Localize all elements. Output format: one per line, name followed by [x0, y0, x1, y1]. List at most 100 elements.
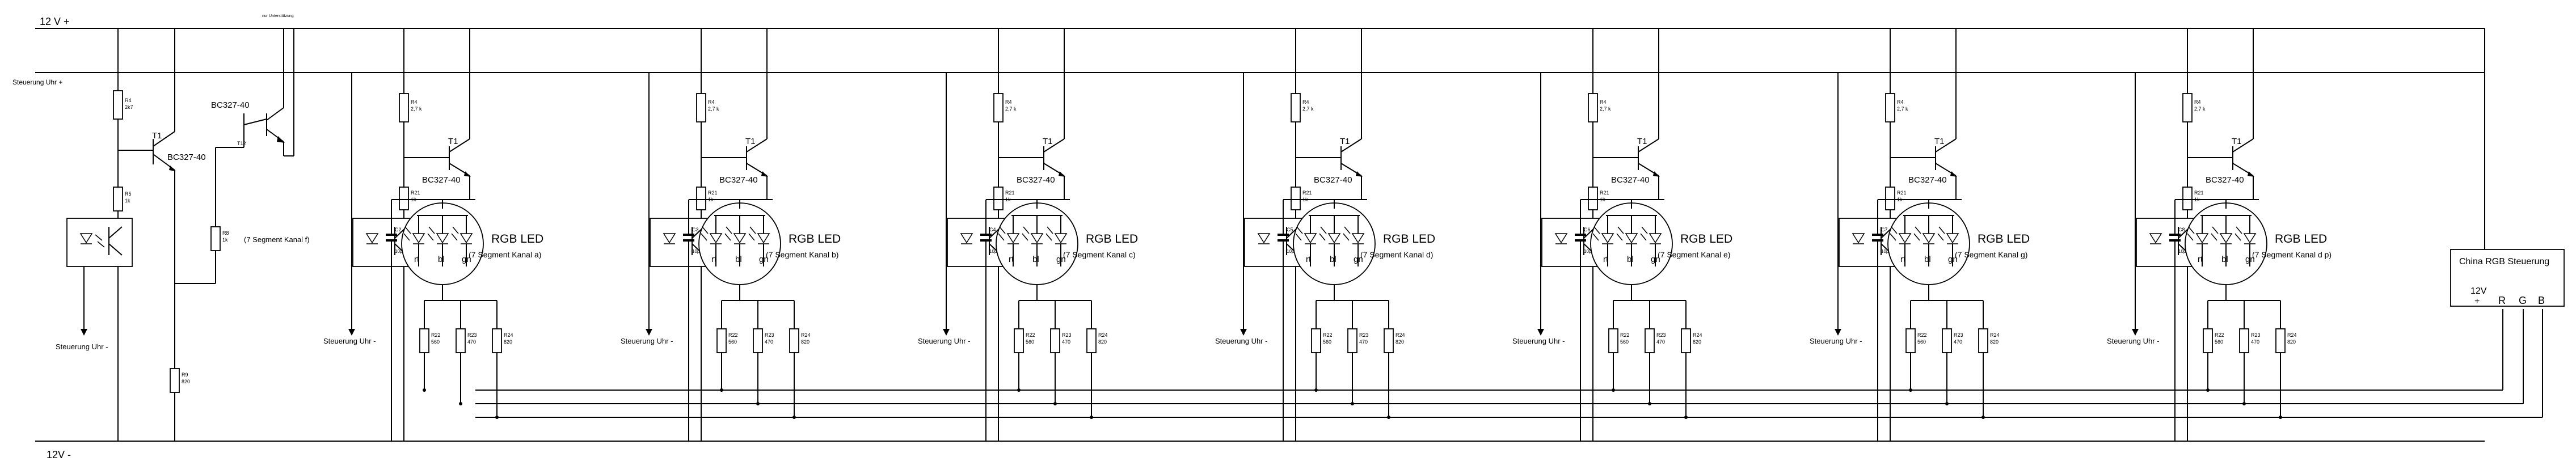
t1-name: T1 [1637, 137, 1647, 146]
resistor-r23 [1050, 328, 1060, 353]
resistor-r22 [419, 328, 429, 353]
channel-clock-minus: Steuerung Uhr - [1810, 337, 1862, 345]
resistor-value: 560 [2215, 339, 2223, 345]
t1-part: BC327-40 [1017, 175, 1055, 185]
resistor-r24 [1384, 328, 1394, 353]
capacitor-plate [1278, 239, 1289, 242]
resistor-value: 560 [1026, 339, 1034, 345]
master-t1-part: BC327-40 [167, 153, 206, 162]
led-pin-bl: bl [735, 255, 742, 264]
wire [1935, 138, 1957, 153]
r21-name: R21 [1005, 190, 1015, 196]
led-pin-bl: bl [1627, 255, 1634, 264]
resistor-r22 [1311, 328, 1321, 353]
resistor-name: R23 [765, 332, 774, 338]
resistor-value: 470 [467, 339, 476, 345]
led-ray-icon [1343, 226, 1351, 241]
controller-terminal-b: B [2538, 295, 2545, 306]
resistor-value: 560 [431, 339, 440, 345]
resistor-name: R24 [1098, 332, 1108, 338]
cap-value: 10µ [692, 249, 700, 254]
resistor-r24 [492, 328, 502, 353]
capacitor-plate [386, 239, 397, 242]
master-r4-name: R4 [125, 98, 132, 103]
resistor-name: R22 [1917, 332, 1927, 338]
resistor-value: 820 [1693, 339, 1701, 345]
master-t12-name: T12 [237, 141, 246, 146]
resistor-name: R23 [467, 332, 477, 338]
channel-clock-minus: Steuerung Uhr - [918, 337, 971, 345]
controller-plus: + [2474, 297, 2480, 306]
resistor-r4 [1588, 93, 1598, 122]
r4-value: 2,7 k [1600, 106, 1611, 112]
channel-kanal: (7 Segment Kanal c) [1063, 250, 1136, 259]
resistor-r22 [1905, 328, 1916, 353]
resistor-name: R24 [801, 332, 811, 338]
cap-name: C7 [1881, 227, 1888, 232]
led-ray-icon [1913, 226, 1921, 241]
led-ray-icon [1937, 226, 1945, 241]
resistor-name: R22 [1323, 332, 1333, 338]
resistor-value: 560 [1917, 339, 1926, 345]
master-r5 [113, 187, 123, 211]
capacitor [980, 234, 992, 236]
r4-value: 2,7 k [1005, 106, 1017, 112]
bus-node [1351, 402, 1354, 405]
opto-led-icon [1554, 233, 1568, 244]
resistor-value: 820 [504, 339, 512, 345]
cap-value: 10µ [1287, 249, 1295, 254]
resistor-value: 560 [728, 339, 737, 345]
resistor-value: 470 [1062, 339, 1070, 345]
bus-node [495, 416, 499, 419]
bus-node [2242, 402, 2246, 405]
cap-name: C4 [989, 227, 996, 232]
opto-led-icon [1257, 233, 1271, 244]
master-opto-transistor-icon [108, 226, 123, 256]
opto-led-icon [960, 233, 973, 244]
led-pin-bl: bl [1032, 255, 1039, 264]
cap-name: C5 [1287, 227, 1293, 232]
led-pin-bl: bl [438, 255, 445, 264]
rgb-led-title: RGB LED [1680, 232, 1732, 246]
led-pin-rt: rt [1900, 255, 1906, 264]
r4-value: 2,7 k [1897, 106, 1908, 112]
channel-clock-minus: Steuerung Uhr - [323, 337, 376, 345]
led-pin-bl: bl [2221, 255, 2228, 264]
rgb-led-title: RGB LED [789, 232, 841, 246]
r4-name: R4 [1005, 99, 1012, 105]
master-section: R4 2k7 R5 1k Steuerung Uhr - T1 BC327-40… [56, 28, 310, 441]
led-pin-gn: gn [759, 255, 769, 264]
resistor-name: R22 [1620, 332, 1630, 338]
clock-arrow-icon [646, 329, 652, 336]
capacitor [386, 234, 397, 236]
controller-title: China RGB Steuerung [2459, 257, 2549, 266]
led-pin-gn: gn [2245, 255, 2255, 264]
resistor-r21 [993, 187, 1004, 210]
led-ray-icon [748, 226, 756, 241]
resistor-r21 [399, 187, 409, 210]
resistor-value: 470 [765, 339, 773, 345]
r4-name: R4 [1302, 99, 1309, 105]
resistor-name: R23 [2251, 332, 2261, 338]
channel-kanal: (7 Segment Kanal b) [766, 250, 838, 259]
clock-arrow-icon [1835, 329, 1841, 336]
wire [746, 138, 768, 153]
r21-name: R21 [2194, 190, 2204, 196]
r4-value: 2,7 k [411, 106, 422, 112]
master-arrow-icon [81, 329, 87, 336]
resistor-name: R24 [1395, 332, 1405, 338]
bus-node [1945, 402, 1949, 405]
r4-name: R4 [411, 99, 418, 105]
channel-4: Steuerung Uhr -R42,7 kR211kT1BC327-40C51… [1215, 28, 1435, 441]
emitter-arrow-icon [1950, 171, 1957, 177]
top-note: nur Unterstützung [262, 14, 294, 18]
wire [1638, 138, 1659, 153]
resistor-value: 820 [1395, 339, 1404, 345]
resistor-value: 820 [801, 339, 810, 345]
channel-kanal: (7 Segment Kanal e) [1658, 250, 1730, 259]
channel-7: Steuerung Uhr -R42,7 kR211kT1BC327-40C81… [2107, 28, 2332, 441]
resistor-r22 [2203, 328, 2213, 353]
r21-name: R21 [1600, 190, 1609, 196]
bus-node [1053, 402, 1057, 405]
